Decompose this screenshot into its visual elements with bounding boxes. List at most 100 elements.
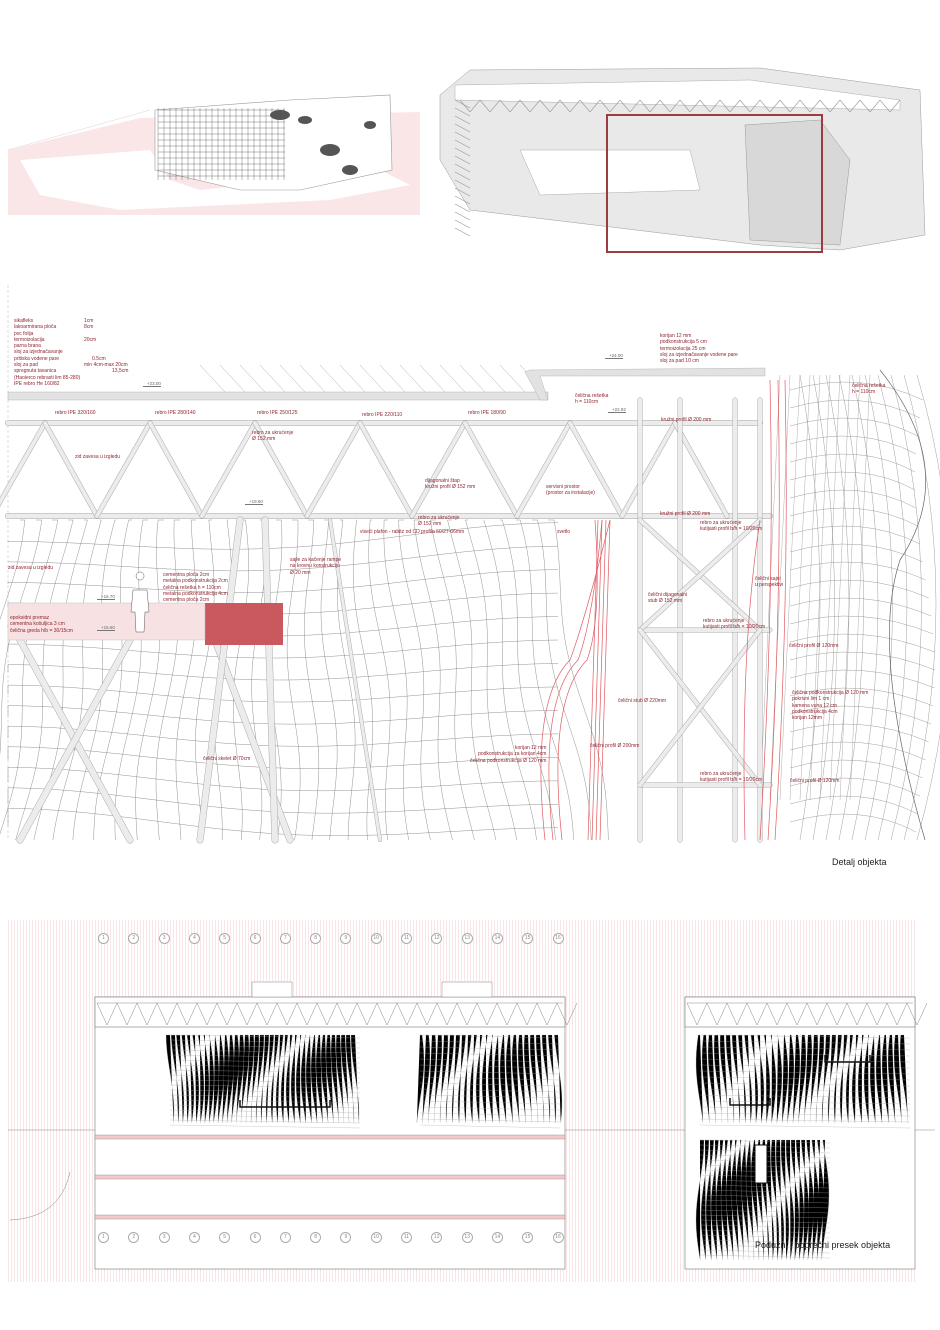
annotation: svetlo (557, 529, 571, 535)
annotation: rebro za ukrućenje Ø 152 mm (418, 515, 460, 528)
layer-name: sloj za izjednačavanje (14, 349, 63, 356)
axis-marker: 3 (158, 933, 170, 944)
axis-marker: 5 (219, 933, 231, 944)
axis-marker: 11 (401, 1232, 412, 1243)
layer-thickness: 20cm (84, 336, 97, 343)
layer-name: (Haoierco rebrasti lim 85-280) (14, 374, 81, 381)
level-mark: +22.92 (608, 407, 626, 413)
annotation: rebro IPE 250/125 (257, 410, 298, 416)
axis-marker: 3 (158, 1232, 170, 1243)
level-mark: +23.00 (143, 381, 161, 387)
annotation: korijan 12 mm podkonstrukcija za korijan… (470, 745, 547, 764)
axis-marker: 10 (370, 933, 382, 944)
axis-marker: 6 (249, 1232, 261, 1243)
annotation: dijagonalni štap kružni profil Ø 152 mm (425, 478, 476, 491)
roof-layer: termoizolacija 20cm (14, 337, 128, 343)
annotation: rebro IPE 280/140 (155, 410, 196, 416)
roof-layer: sikafleks 1cm (14, 318, 128, 324)
layer-name: sikafleks (14, 318, 34, 324)
axis-marker: 14 (491, 1232, 503, 1243)
sections-caption: Podužni i poprečni presek objekta (755, 1240, 891, 1250)
annotation: servisni prostor (prostor za instalacije… (546, 484, 595, 497)
roof-layer: parna brana (14, 343, 128, 349)
roof-layer: pvc folija (14, 331, 128, 337)
axis-marker: 11 (401, 933, 412, 944)
layer-name: sloj za pad (14, 362, 38, 369)
human-figure (130, 571, 150, 633)
level-mark: +24.00 (605, 353, 623, 359)
axis-marker: 4 (188, 1232, 200, 1243)
axis-marker: 9 (340, 1232, 352, 1243)
annotation: čelični profil Ø 120mm (790, 778, 840, 784)
annotation: rebro za ukrućenje kutijasti profil b/h … (700, 771, 763, 784)
axis-marker: 15 (522, 1232, 534, 1243)
sections-drawing (8, 981, 935, 1270)
axis-marker: 4 (188, 933, 200, 944)
layer-name: lakoarmirana ploča (14, 324, 57, 331)
axis-marker: 8 (310, 1232, 322, 1243)
annotation: zid zavesa u izgledu (8, 565, 54, 571)
layer-thickness: min 4cm-max 20cm (84, 362, 128, 369)
annotation: rebro za ukrućenje kutijasti profil b/h … (703, 618, 766, 631)
layer-thickness: 8cm (84, 324, 94, 331)
annotation: čelična rešetka h = 110cm (852, 383, 886, 396)
roof-layer: (Haoierco rebrasti lim 85-280) (14, 375, 128, 381)
annotation: viseći plafon - rabitz od CD profila 60/… (360, 529, 465, 535)
annotation: rebro za ukrućenje kutijasti profil b/h … (700, 520, 763, 533)
detail-highlight-frame (606, 114, 823, 253)
axis-marker: 12 (431, 933, 443, 944)
annotation: čelični profil Ø 200mm (590, 743, 640, 749)
axis-marker: 7 (279, 1232, 291, 1243)
annotation: cementna ploča 2cm metalna podkonstrukci… (163, 572, 228, 604)
axis-marker: 9 (340, 933, 352, 944)
axis-marker: 16 (552, 933, 564, 944)
axis-marker: 5 (219, 1232, 231, 1243)
layer-name: pritiska vodene pare (14, 355, 60, 362)
axonometric-view-right (439, 67, 926, 253)
roof-layer: sloj za izjednačavanje (14, 349, 128, 355)
layer-thickness: 1cm (84, 318, 94, 324)
roof-layer: lakoarmirana ploča 8cm (14, 324, 128, 330)
axis-marker: 6 (249, 933, 261, 944)
axis-marker: 1 (98, 933, 109, 944)
roof-layer: IPE rebro He 160/82 (14, 381, 128, 387)
axis-marker: 16 (552, 1232, 564, 1243)
axis-marker: 8 (310, 933, 322, 944)
annotation: zid zavesa u izgledu (75, 454, 121, 460)
annotation: kružni profil Ø 200 mm (661, 417, 712, 423)
detail-drawing (0, 285, 940, 844)
layer-name: termoizolacija (14, 336, 45, 343)
annotation: sajle za kačenje rampe na krovnu konstru… (290, 557, 342, 576)
roof-layers-right-label: korijan 12 mm podkonstrukcija 5 cm termo… (660, 333, 738, 365)
cross-section (684, 996, 928, 1270)
annotation: čelični skelet Ø 70cm (203, 756, 251, 762)
axis-marker: 2 (128, 1232, 140, 1243)
longitudinal-section (9, 981, 578, 1270)
annotation: čelični sajni u perspektivi (755, 576, 784, 589)
axis-marker: 1 (98, 1232, 109, 1243)
roof-layer: pritiska vodene pare 0.5cm (14, 356, 128, 362)
annotation: čelični dijagonalni stub Ø 152 mm (648, 592, 688, 605)
annotation: kružni profil Ø 200 mm (660, 511, 711, 517)
axis-marker: 14 (491, 933, 503, 944)
annotation: čelični stub Ø 220mm (618, 698, 667, 704)
axis-marker: 10 (370, 1232, 382, 1243)
annotation: čelična rešetka h = 110cm (575, 393, 609, 406)
detail-caption: Detalj objekta (832, 857, 887, 867)
layer-name: spregnuta tavanica (14, 368, 57, 375)
axis-marker: 2 (128, 933, 140, 944)
annotation: rebro IPE 180/90 (468, 410, 506, 416)
axis-marker: 13 (461, 1232, 473, 1243)
axonometric-view-left (7, 94, 420, 215)
layer-thickness: 13,5cm (112, 368, 129, 375)
annotation: epoksidni premaz cementna košuljica 3 cm… (10, 615, 73, 634)
layer-thickness: 0.5cm (92, 355, 106, 362)
level-mark: +16.70 (97, 594, 115, 600)
annotation: rebro za ukrućenje Ø 152 mm (252, 430, 294, 443)
roof-layer: sloj za pad min 4cm-max 20cm (14, 362, 128, 368)
layer-name: IPE rebro He 160/82 (14, 380, 60, 387)
roof-layer: spregnuta tavanica 13,5cm (14, 368, 128, 374)
axis-marker: 15 (522, 933, 534, 944)
